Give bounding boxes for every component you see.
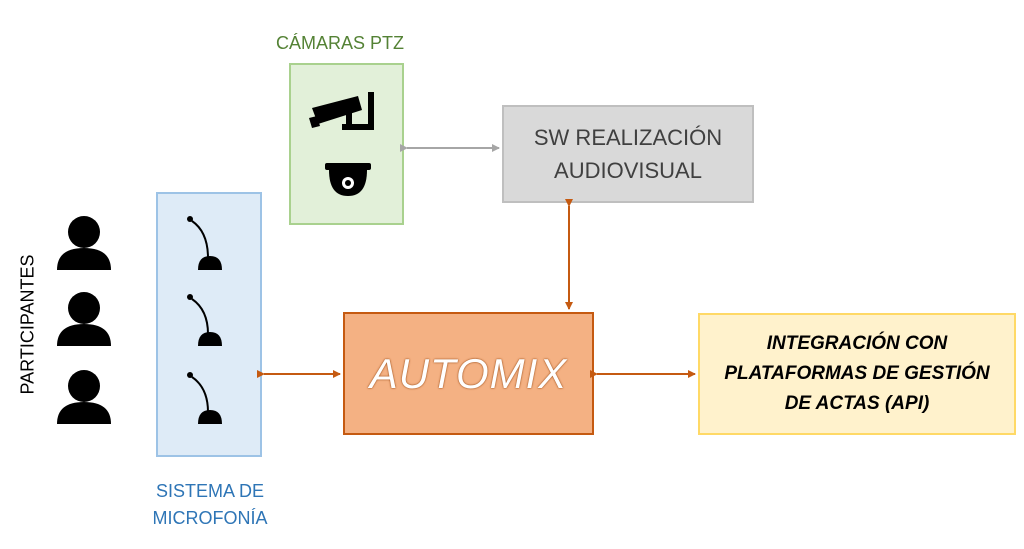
microphone-icon — [187, 294, 222, 346]
integration-box: INTEGRACIÓN CON PLATAFORMAS DE GESTIÓN D… — [698, 313, 1016, 435]
security-camera-icon — [309, 92, 374, 130]
ptz-cameras-label: CÁMARAS PTZ — [275, 33, 404, 53]
sw-audiovisual-box: SW REALIZACIÓN AUDIOVISUAL — [502, 105, 754, 203]
sw-audiovisual-label: SW REALIZACIÓN AUDIOVISUAL — [533, 125, 723, 183]
person-icon — [57, 292, 111, 346]
dome-camera-icon — [325, 163, 371, 196]
person-icon — [57, 216, 111, 270]
person-icon — [57, 370, 111, 424]
mic-system-label: SISTEMA DE MICROFONÍA — [152, 481, 268, 528]
microphone-icon — [187, 372, 222, 424]
microphone-icon — [187, 216, 222, 270]
integration-label: INTEGRACIÓN CON PLATAFORMAS DE GESTIÓN D… — [724, 333, 990, 414]
automix-label: AUTOMIX — [369, 349, 568, 397]
automix-box: AUTOMIX — [343, 312, 594, 435]
